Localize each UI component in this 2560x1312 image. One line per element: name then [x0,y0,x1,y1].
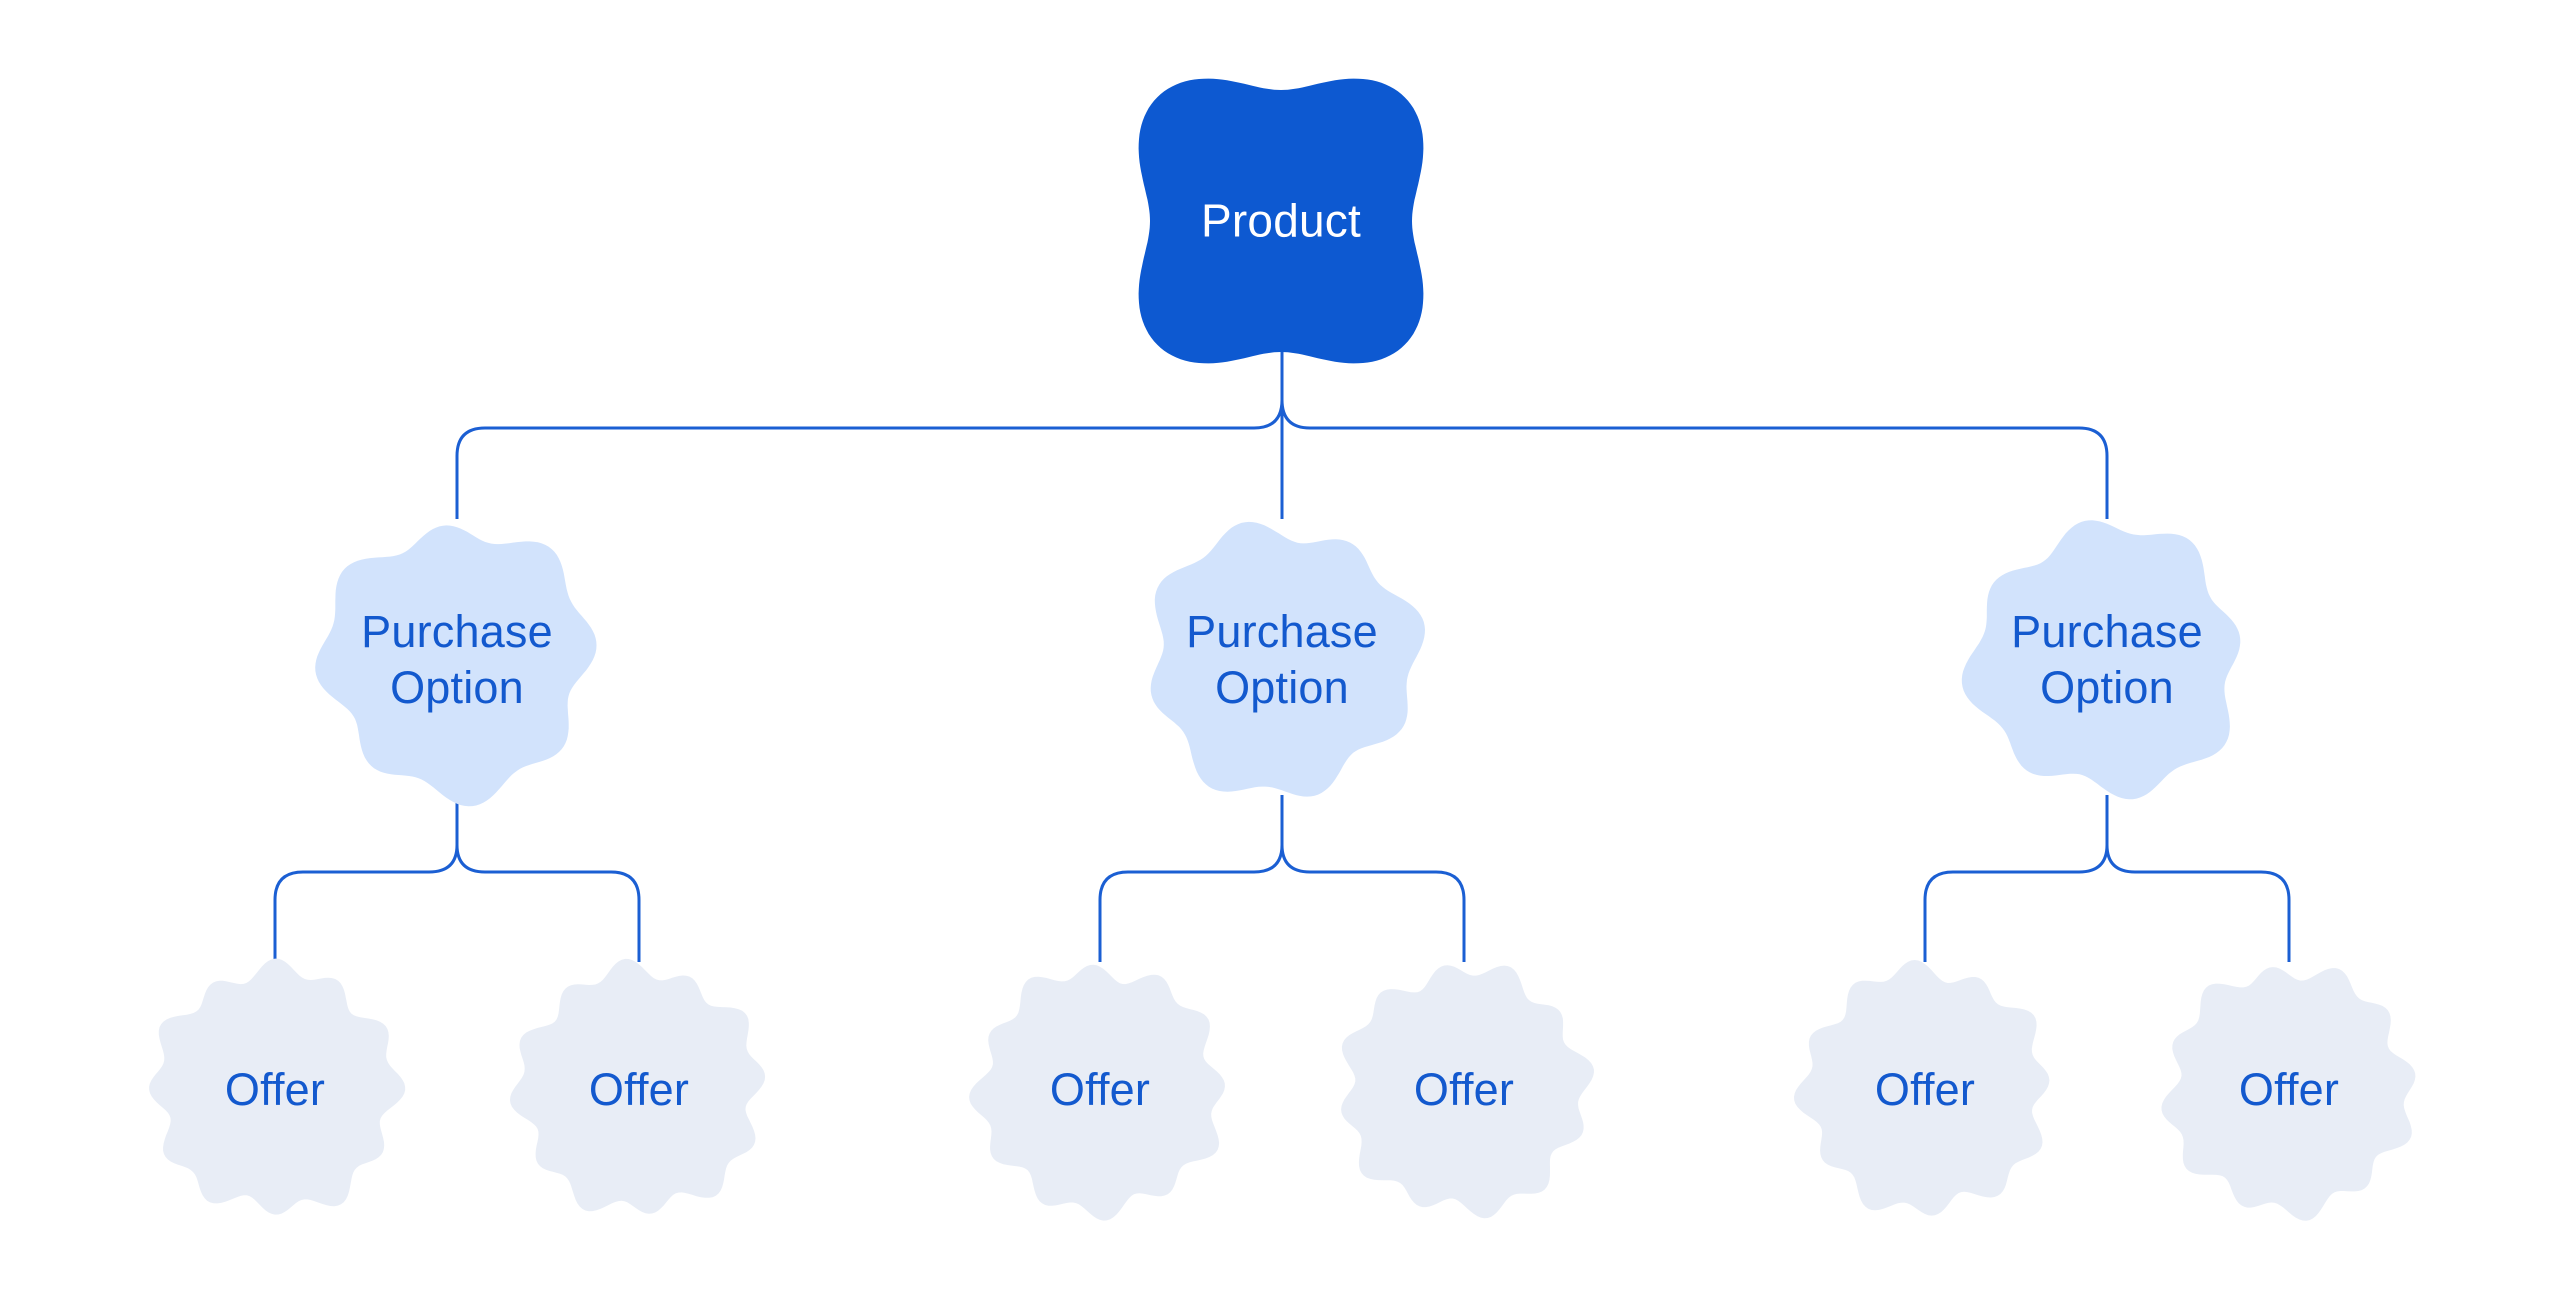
offer-blob-3 [969,964,1225,1221]
connector-option1-to-offer-1 [273,795,459,962]
offer-blob-4 [1341,965,1594,1219]
connector-option3-to-offer-6 [2105,795,2291,962]
purchase-option-blob-1 [315,525,597,807]
purchase-option-label-1: Purchase Option [361,606,553,713]
offer-blob-1 [149,958,406,1215]
offer-label-1: Offer [224,1064,326,1116]
purchase-option-label-2: Purchase Option [1186,606,1378,713]
connector-option1-to-offer-2 [455,795,641,962]
connector-option2-to-offer-3 [1098,795,1284,962]
product-node-label: Product [1201,194,1361,247]
connector-root-to-option-1 [455,346,1284,519]
offer-label-2: Offer [588,1064,690,1116]
purchase-option-blob-3 [1961,520,2241,800]
purchase-option-label-3: Purchase Option [2011,606,2203,713]
offer-label-3: Offer [1049,1064,1151,1116]
offer-blob-5 [1794,960,2050,1216]
connector-option2-to-offer-4 [1280,795,1466,962]
offer-blob-6 [2161,967,2416,1221]
offer-blob-2 [510,958,766,1214]
product-blob [1138,78,1424,364]
offer-label-5: Offer [1874,1064,1976,1116]
connector-option3-to-offer-5 [1923,795,2109,962]
purchase-option-blob-2 [1150,521,1425,797]
connector-root-to-option-3 [1280,346,2109,519]
offer-label-6: Offer [2238,1064,2340,1116]
offer-label-4: Offer [1413,1064,1515,1116]
